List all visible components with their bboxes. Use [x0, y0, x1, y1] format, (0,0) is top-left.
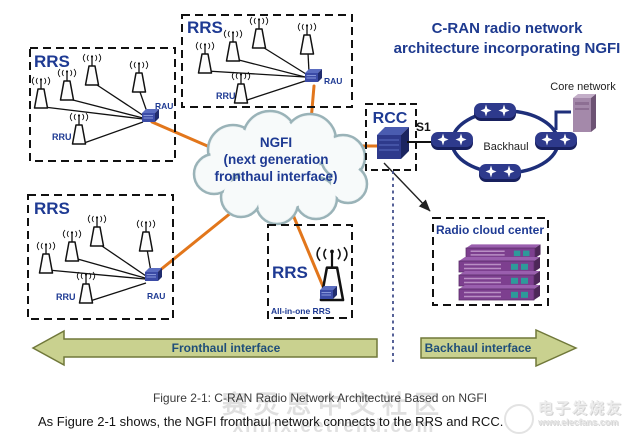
fronthaul-link	[152, 210, 234, 277]
rau-label: RAU	[155, 101, 173, 111]
rrs-box-top-left: RRS RRU RAU	[29, 47, 176, 162]
core-network: Core network	[550, 81, 616, 132]
interface-arrows: Fronthaul interface Backhaul interface	[31, 328, 578, 368]
diagram-title-line1: C-RAN radio network	[432, 20, 584, 37]
antenna-icon	[129, 60, 149, 93]
rrs-box-bottom-left: RRS RRU RAU	[27, 194, 174, 320]
core-network-label: Core network	[550, 81, 616, 93]
core-server-icon	[573, 94, 596, 132]
antenna-icon	[87, 214, 107, 247]
rru-label: RRU	[52, 132, 72, 142]
fronthaul-interface-label: Fronthaul interface	[172, 341, 281, 355]
rau-label: RAU	[324, 76, 342, 86]
radio-cloud-center-box: Radio cloud center	[432, 217, 549, 306]
rcc-label: RCC	[373, 110, 408, 127]
rrs-label: RRS	[34, 52, 70, 71]
antenna-icon	[76, 271, 96, 304]
rack-server-icon	[458, 284, 541, 301]
ngfi-label-line3: fronthaul interface)	[214, 169, 337, 184]
rack-server-icon	[458, 270, 541, 287]
rcc-to-cloudcenter-arrow	[383, 162, 431, 212]
ngfi-label-line2: (next generation	[223, 152, 328, 167]
diagram-title-line2: architecture incorporating NGFI	[394, 40, 621, 57]
fronthaul-link	[289, 208, 329, 298]
all-in-one-rrs-label: All-in-one RRS	[271, 306, 331, 316]
s1-label: S1	[416, 120, 431, 134]
backhaul-label: Backhaul	[483, 141, 528, 153]
antenna-icon	[36, 241, 56, 274]
rcc-box: RCC	[365, 103, 417, 171]
figure-caption: Figure 2-1: C-RAN Radio Network Architec…	[152, 391, 488, 405]
router-icon	[431, 132, 473, 150]
rau-device-icon	[319, 285, 338, 300]
antenna-icon	[69, 112, 89, 145]
rau-device-icon	[304, 68, 323, 83]
rau-label: RAU	[147, 291, 165, 301]
antenna-icon	[195, 41, 215, 74]
rack-server-icon	[458, 256, 541, 273]
antenna-icon	[223, 29, 243, 62]
antenna-icon	[82, 53, 102, 86]
fronthaul-link	[150, 120, 214, 150]
antenna-icon	[31, 76, 51, 109]
backhaul-arrow	[420, 328, 578, 368]
router-icon	[535, 132, 577, 150]
backhaul-interface-label: Backhaul interface	[425, 341, 532, 355]
rrs-box-top-middle: RRS RRU RAU	[181, 14, 353, 108]
antenna-icon	[136, 219, 156, 252]
rru-label: RRU	[216, 91, 236, 101]
rau-device-icon	[144, 267, 163, 282]
antenna-icon	[57, 68, 77, 101]
rru-label: RRU	[56, 292, 76, 302]
antenna-icon	[249, 16, 269, 49]
fronthaul-arrow	[31, 329, 378, 367]
rack-server-icon	[465, 243, 542, 259]
bbu-device-icon	[377, 127, 409, 159]
router-icon	[474, 103, 516, 121]
backhaul-network: Backhaul	[431, 103, 577, 182]
network-diagram: C-RAN radio network architecture incorpo…	[27, 14, 621, 368]
rrs-label: RRS	[34, 199, 70, 218]
core-link	[554, 110, 571, 130]
body-text: As Figure 2-1 shows, the NGFI fronthaul …	[38, 414, 504, 429]
antenna-icon	[297, 22, 317, 55]
antenna-icon	[62, 229, 82, 262]
ngfi-cloud: NGFI (next generation fronthaul interfac…	[192, 109, 369, 226]
rrs-label: RRS	[187, 18, 223, 37]
ngfi-label-line1: NGFI	[260, 135, 292, 150]
all-in-one-rrs-box: RRS All-in-one RRS	[267, 224, 353, 319]
rrs-label: RRS	[272, 263, 308, 282]
router-icon	[479, 164, 521, 182]
radio-cloud-center-label: Radio cloud center	[436, 223, 544, 237]
